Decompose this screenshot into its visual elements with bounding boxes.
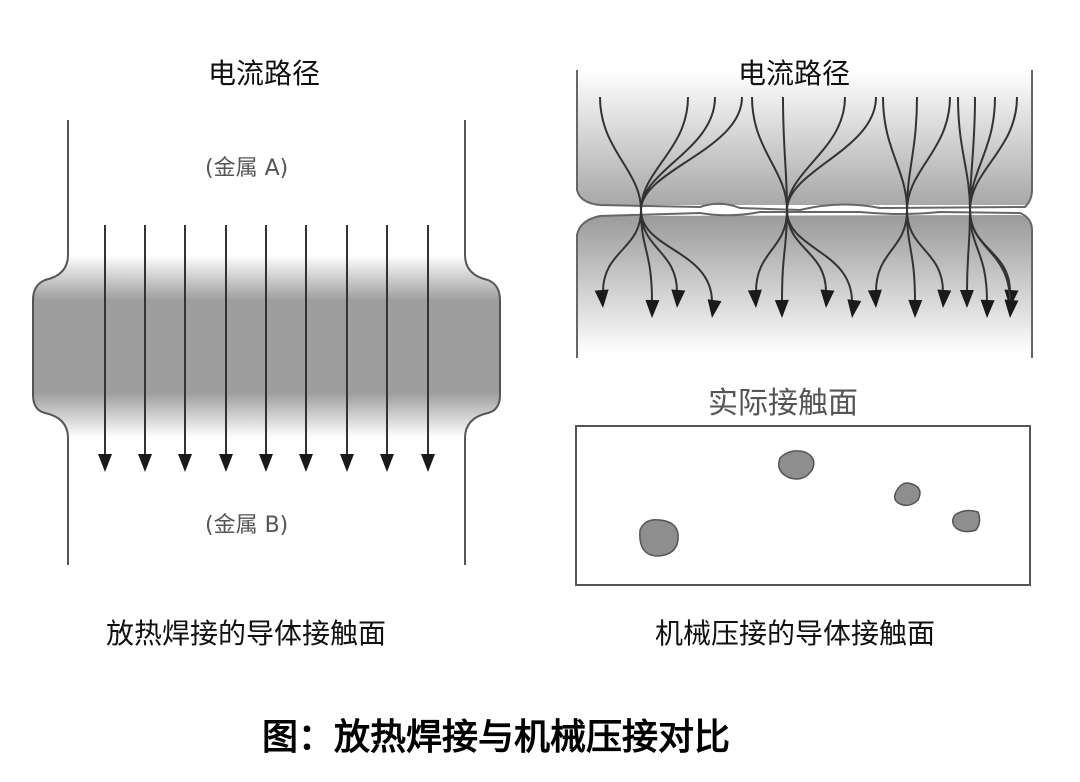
current-path-line <box>639 96 743 303</box>
arrowhead-icon <box>380 454 394 472</box>
arrowhead-icon <box>98 454 112 472</box>
arrowhead-icon <box>421 454 435 472</box>
arrowhead-icon <box>867 289 882 308</box>
conductor-outline <box>464 120 501 565</box>
contact-spot <box>952 509 981 533</box>
actual-contact-box <box>575 425 1031 586</box>
actual-contact-label: 实际接触面 <box>708 386 858 421</box>
current-path-line <box>905 96 951 293</box>
arrowhead-icon <box>707 299 722 318</box>
mechanical-connection-diagram <box>575 70 1033 586</box>
arrowhead-icon <box>594 289 609 308</box>
arrowhead-icon <box>259 454 273 472</box>
metal-b-label: (金属 B) <box>205 513 289 538</box>
current-path-line <box>785 96 877 303</box>
arrowhead-icon <box>1004 289 1019 308</box>
arrowhead-icon <box>1004 299 1019 318</box>
arrowhead-icon <box>219 454 233 472</box>
arrowhead-icon <box>774 299 789 318</box>
arrowhead-icon <box>671 289 686 308</box>
arrowhead-icon <box>340 454 354 472</box>
upper-conductor <box>577 70 1032 205</box>
arrowhead-icon <box>937 289 952 308</box>
contact-spot <box>778 450 815 480</box>
arrowhead-icon <box>645 299 660 318</box>
contact-spot <box>893 482 921 507</box>
arrowhead-icon <box>178 454 192 472</box>
metal-a-label: (金属 A) <box>205 156 289 181</box>
arrowhead-icon <box>138 454 152 472</box>
arrowhead-icon <box>299 454 313 472</box>
arrowhead-icon <box>908 299 923 318</box>
arrowhead-icon <box>980 299 995 318</box>
right-caption: 机械压接的导体接触面 <box>655 617 936 650</box>
arrowhead-icon <box>820 289 835 308</box>
left-caption: 放热焊接的导体接触面 <box>106 617 387 650</box>
arrowhead-icon <box>959 289 974 308</box>
exothermic-weld-diagram <box>32 120 501 565</box>
current-path-line <box>968 96 1018 303</box>
right-current-path-label: 电流路径 <box>738 57 851 90</box>
figure-caption: 图：放热焊接与机械压接对比 <box>262 717 731 758</box>
left-current-path-label: 电流路径 <box>208 57 321 90</box>
arrowhead-icon <box>847 299 862 318</box>
conductor-outline <box>32 120 69 565</box>
lower-conductor <box>577 215 1032 355</box>
arrowhead-icon <box>747 289 762 308</box>
contact-spot <box>639 518 679 557</box>
